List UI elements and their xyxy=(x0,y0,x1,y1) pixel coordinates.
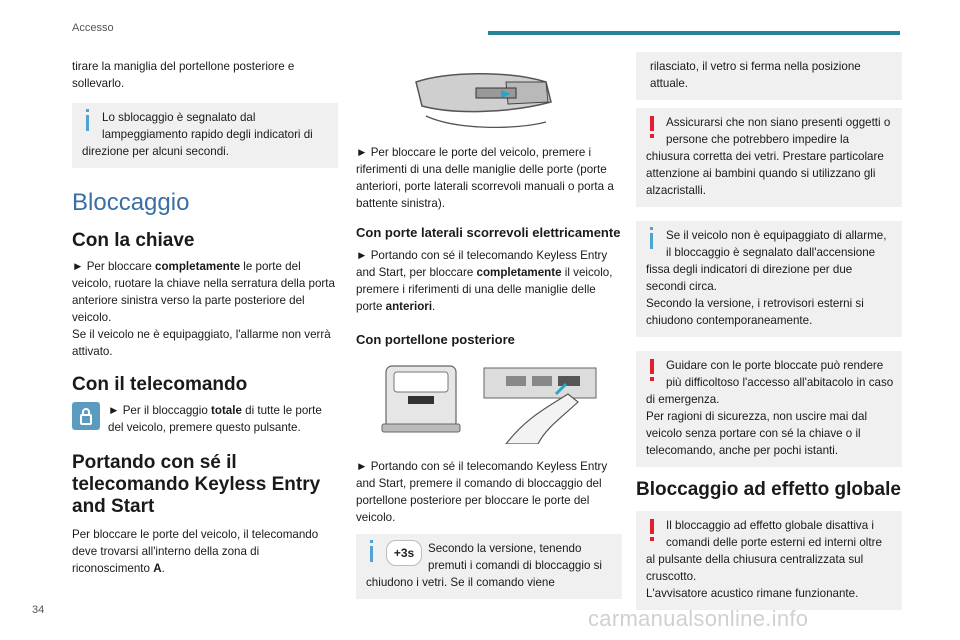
chiave-paragraph: ► Per bloccare completamente le porte de… xyxy=(72,258,338,326)
maniglie-paragraph: ► Per bloccare le porte del veicolo, pre… xyxy=(356,146,614,210)
chiave-text-c: le porte del veicolo, ruotare la chiave … xyxy=(72,260,335,324)
scor-text-bold1: completamente xyxy=(476,266,562,279)
info-alarm-text1: Se il veicolo non è equipaggiato di alla… xyxy=(646,229,887,293)
tele-text-a: ► Per il bloccaggio xyxy=(108,404,211,417)
tailgate-image xyxy=(381,365,597,445)
info-box-alarm: Se il veicolo non è equipaggiato di alla… xyxy=(636,221,902,337)
heading-con-il-telecomando: Con il telecomando xyxy=(72,374,248,395)
heading-con-la-chiave: Con la chiave xyxy=(72,230,195,251)
section-header: Accesso xyxy=(72,22,114,34)
page-number: 34 xyxy=(32,604,45,616)
keyless-text: Per bloccare le porte del veicolo, il te… xyxy=(72,526,338,577)
tailgate-illustration xyxy=(356,358,622,445)
heading-portellone: Con portellone posteriore xyxy=(356,332,515,347)
info-icon xyxy=(366,540,380,564)
header-accent-bar xyxy=(488,31,900,35)
info-alarm-text2: Secondo la versione, i retrovisori ester… xyxy=(646,297,864,327)
scor-text-e: . xyxy=(432,300,436,313)
chiave-alarm-note: Se il veicolo ne è equipaggiato, l'allar… xyxy=(72,328,331,358)
info-box-text: Lo sblocaggio è segnalato dal lampeggiam… xyxy=(82,111,313,158)
scor-text-c: il veicolo, premere i riferimenti di una… xyxy=(356,266,613,313)
lock-icon xyxy=(72,402,100,430)
door-handle-image xyxy=(415,73,552,129)
warning-box-globale: Il bloccaggio ad effetto globale disatti… xyxy=(636,511,902,610)
keyless-text-bold: A xyxy=(153,562,162,575)
door-handle-illustration xyxy=(356,52,622,134)
telecomando-block: ► Per il bloccaggio totale di tutte le p… xyxy=(72,402,338,436)
portellone-paragraph: ► Portando con sé il telecomando Keyless… xyxy=(356,460,608,524)
heading-keyless: Portando con sé il telecomando Keyless E… xyxy=(72,452,321,517)
column-2: ► Per bloccare le porte del veicolo, pre… xyxy=(356,52,622,599)
warning-windows-text: Assicurarsi che non siano presenti ogget… xyxy=(646,116,891,197)
warning-icon xyxy=(646,114,660,138)
info-continued-text: rilasciato, il vetro si ferma nella posi… xyxy=(650,60,861,90)
info-box-unlock: Lo sblocaggio è segnalato dal lampeggiam… xyxy=(72,103,338,168)
warning-icon xyxy=(646,517,660,541)
info-icon xyxy=(646,227,660,251)
heading-bloccaggio-globale: Bloccaggio ad effetto globale xyxy=(636,479,901,500)
heading-porte-scorrevoli: Con porte laterali scorrevoli elettricam… xyxy=(356,225,621,240)
info-windows-text: Secondo la versione, tenendo premuti i c… xyxy=(366,542,602,589)
intro-text: tirare la maniglia del portellone poster… xyxy=(72,60,295,90)
chiave-text-bold: completamente xyxy=(155,260,241,273)
chiave-text-a: ► Per bloccare xyxy=(72,260,156,273)
scor-text-a: ► Portando con sé il telecomando Keyless… xyxy=(356,249,608,279)
warning-box-windows: Assicurarsi che non siano presenti ogget… xyxy=(636,108,902,207)
warning-doors-text2: Per ragioni di sicurezza, non uscire mai… xyxy=(646,410,868,457)
scor-text-bold2: anteriori xyxy=(385,300,433,313)
warning-icon xyxy=(646,357,660,381)
info-icon xyxy=(82,109,96,133)
timer-3s-icon: +3s xyxy=(386,540,422,566)
warning-globale-text2: L'avvisatore acustico rimane funzionante… xyxy=(646,587,859,600)
telecomando-text: ► Per il bloccaggio totale di tutte le p… xyxy=(72,402,338,436)
warning-box-doors: Guidare con le porte bloccate può render… xyxy=(636,351,902,467)
info-box-windows: +3s Secondo la versione, tenendo premuti… xyxy=(356,534,622,599)
watermark: carmanualsonline.info xyxy=(588,606,809,631)
heading-bloccaggio: Bloccaggio xyxy=(72,189,190,216)
scorrevoli-paragraph: ► Portando con sé il telecomando Keyless… xyxy=(356,247,622,315)
warning-globale-text1: Il bloccaggio ad effetto globale disatti… xyxy=(646,519,882,583)
tele-text-c: di tutte le porte del veicolo, premere q… xyxy=(108,404,322,434)
column-3: rilasciato, il vetro si ferma nella posi… xyxy=(636,52,902,610)
column-1: tirare la maniglia del portellone poster… xyxy=(72,52,338,577)
tele-text-bold: totale xyxy=(211,404,242,417)
keyless-text-c: . xyxy=(161,562,165,575)
info-box-continued: rilasciato, il vetro si ferma nella posi… xyxy=(636,52,902,100)
warning-doors-text1: Guidare con le porte bloccate può render… xyxy=(646,359,894,406)
keyless-text-a: Per bloccare le porte del veicolo, il te… xyxy=(72,528,319,575)
